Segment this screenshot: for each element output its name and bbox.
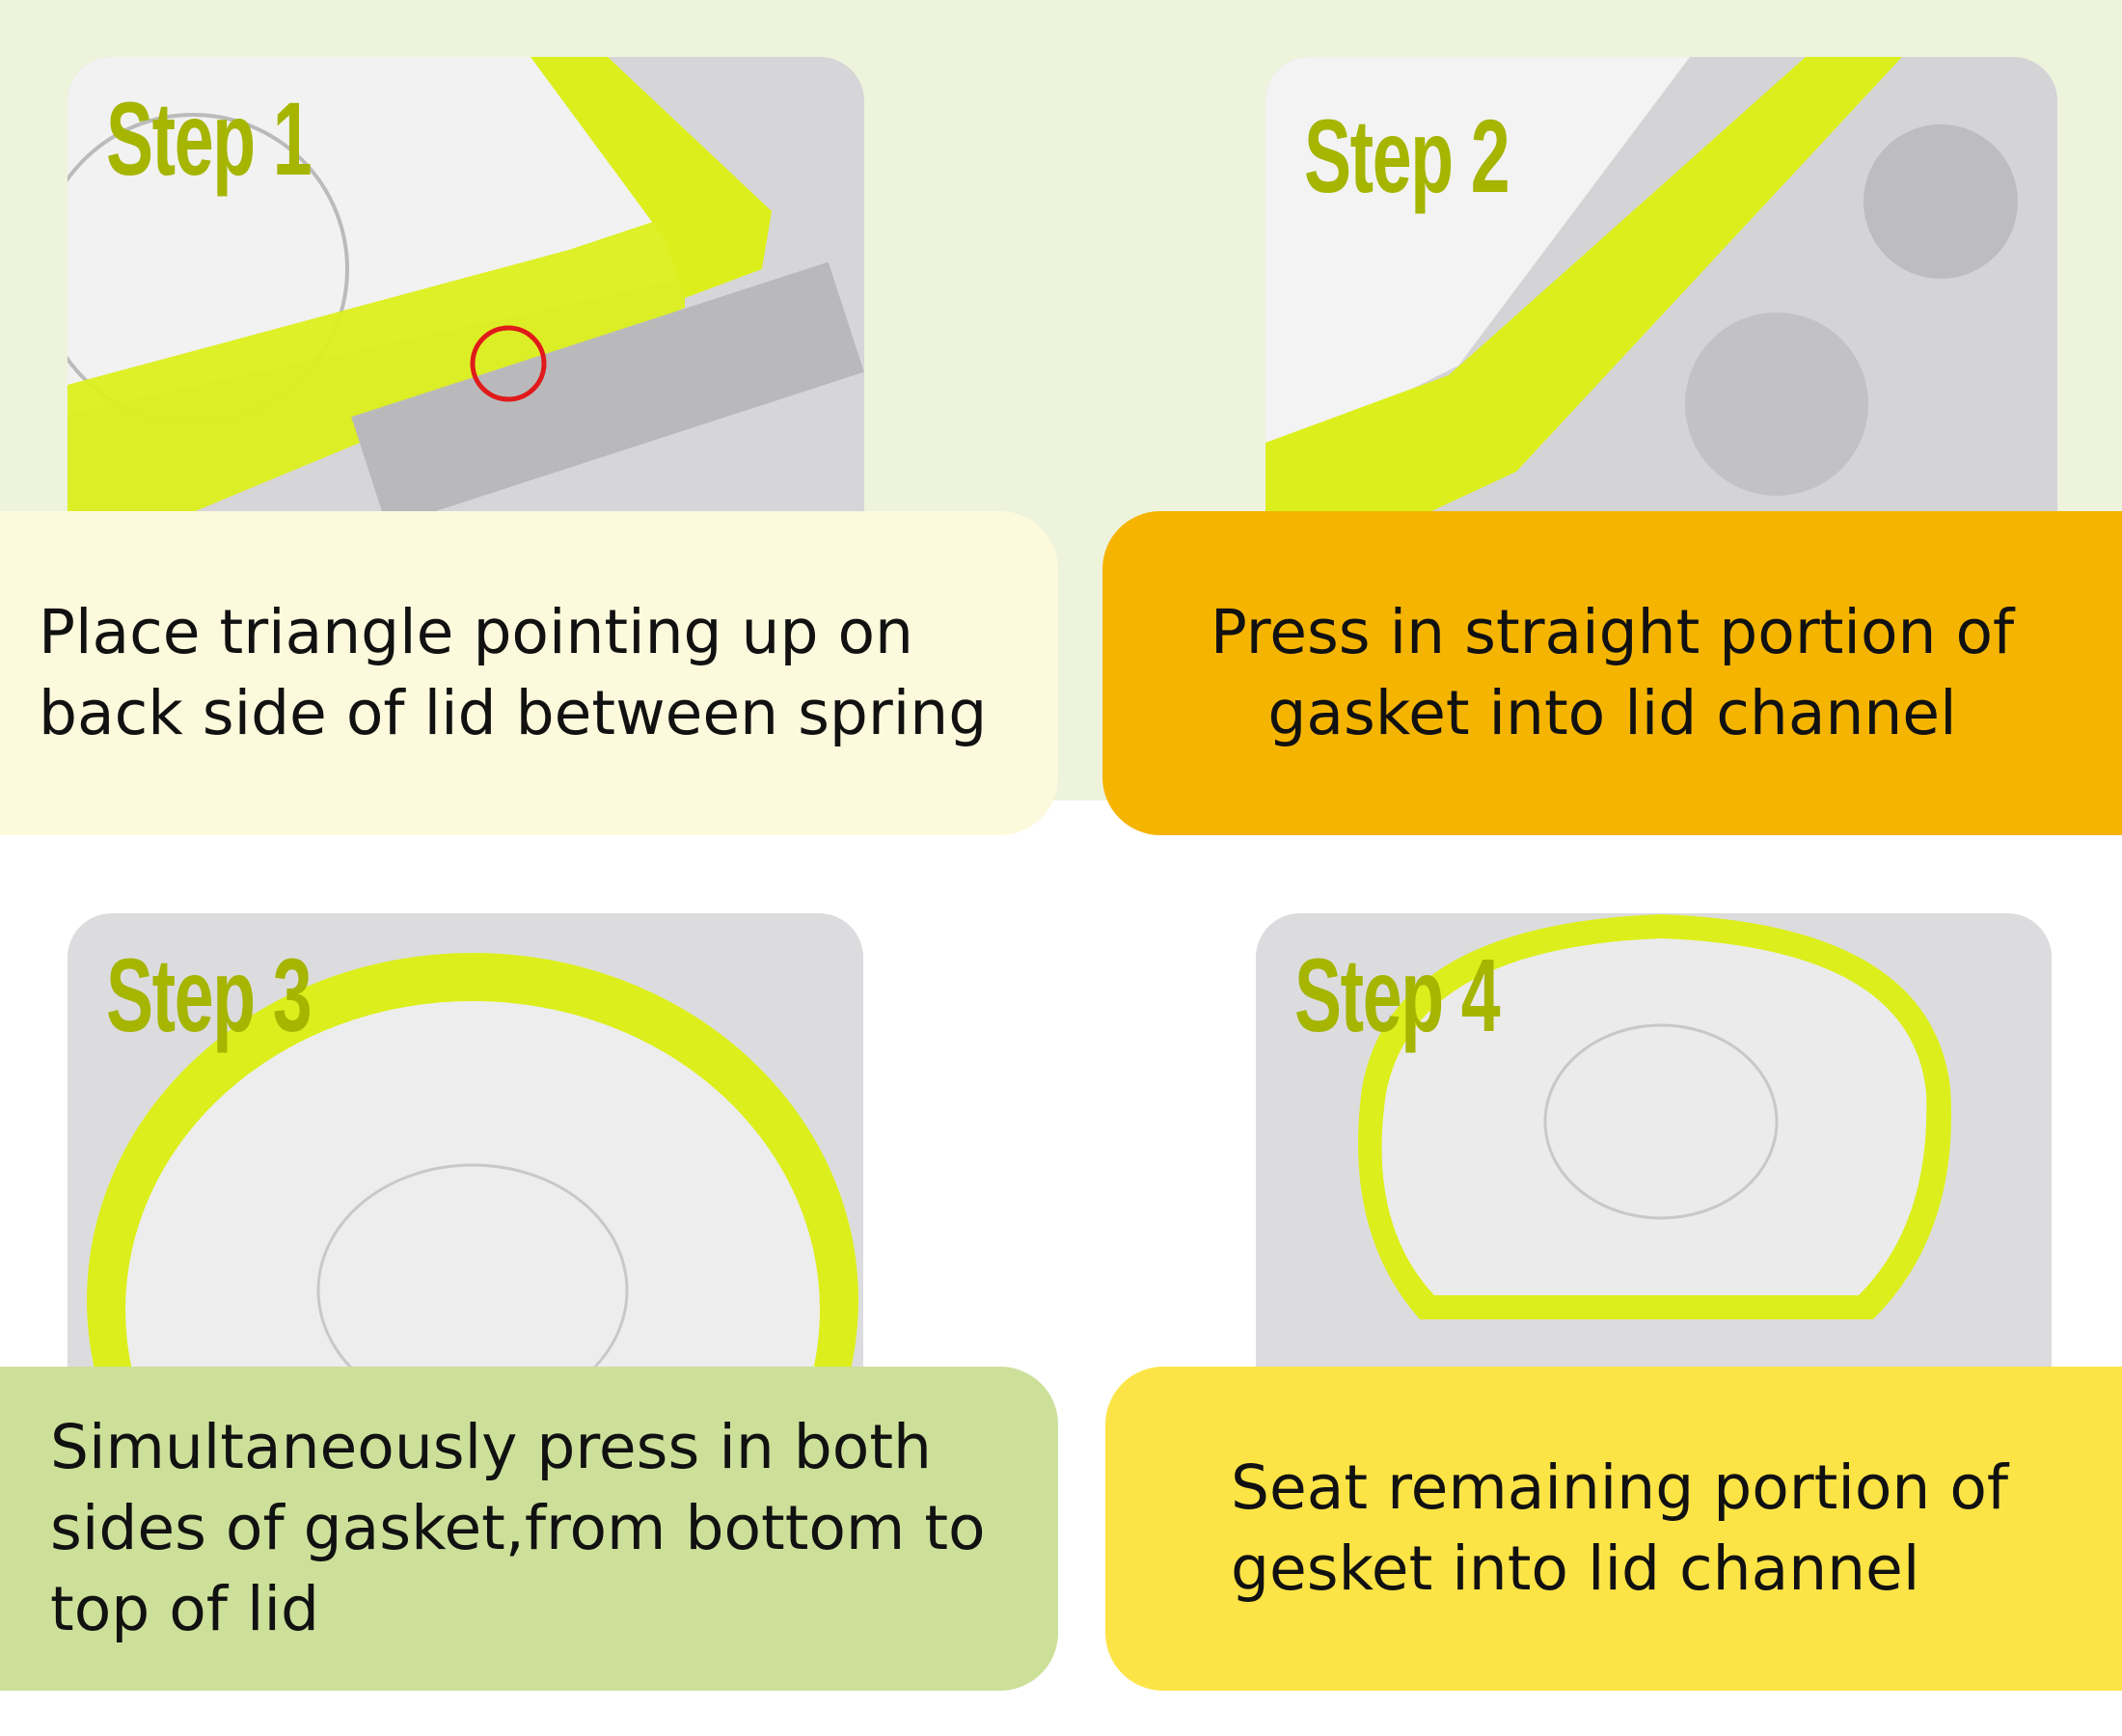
step-4-photo: Step 4 <box>1256 913 2052 1369</box>
step-2-photo: Step 2 <box>1265 57 2057 512</box>
lid-spring-image <box>68 57 864 512</box>
step-2-label: Step 2 <box>1304 97 1510 214</box>
step-3-caption-text: Simultaneously press in both sides of ga… <box>50 1412 986 1644</box>
step-1-caption: Place triangle pointing up on back side … <box>0 511 1058 835</box>
step-4-label: Step 4 <box>1294 936 1501 1053</box>
step-1-label: Step 1 <box>106 80 313 197</box>
step-3-label: Step 3 <box>106 936 313 1053</box>
lid-channel-image <box>1265 57 2057 512</box>
step-2-caption: Press in straight portion of gasket into… <box>1102 511 2122 835</box>
round-lid-image <box>68 914 863 1369</box>
step-1-caption-text: Place triangle pointing up on back side … <box>39 597 988 748</box>
seated-gasket-image <box>1256 914 2052 1368</box>
step-4-caption: Seat remaining portion of gesket into li… <box>1105 1367 2122 1691</box>
step-4-caption-text: Seat remaining portion of gesket into li… <box>1231 1452 2009 1604</box>
step-3-caption: Simultaneously press in both sides of ga… <box>0 1367 1058 1691</box>
step-3-photo: Step 3 <box>68 913 863 1369</box>
step-1-photo: Step 1 <box>68 57 864 512</box>
step-2-caption-text: Press in straight portion of gasket into… <box>1210 597 2015 748</box>
